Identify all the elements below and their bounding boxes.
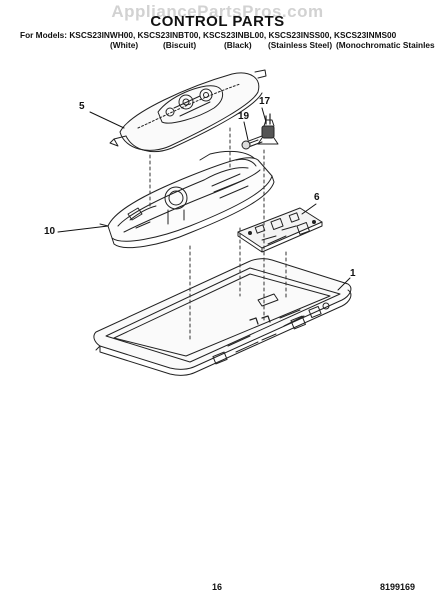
- callout-19: 19: [238, 111, 250, 122]
- variant-biscuit: (Biscuit): [163, 40, 197, 50]
- callout-leaders: [57, 107, 351, 291]
- callout-6: 6: [314, 192, 320, 203]
- callout-1: 1: [350, 268, 356, 279]
- variant-stainless-steel: (Stainless Steel): [268, 40, 333, 50]
- page-number: 16: [212, 582, 223, 592]
- part-1-housing-base: [93, 258, 352, 376]
- models-line: For Models: KSCS23INWH00, KSCS23INBT00, …: [20, 30, 397, 40]
- document-part-number: 8199169: [380, 582, 416, 592]
- watermark-text: AppliancePartsPros.com: [111, 2, 324, 21]
- part-19-screw: [241, 135, 263, 150]
- part-5-control-cover: [109, 69, 267, 152]
- part-6-control-board: [237, 207, 323, 253]
- callout-5: 5: [79, 101, 85, 112]
- part-17-bulb-socket: [257, 113, 279, 145]
- callout-10: 10: [44, 226, 56, 237]
- variant-white: (White): [110, 40, 139, 50]
- variant-monochromatic-stainless: (Monochromatic Stainless): [336, 40, 435, 50]
- callout-17: 17: [259, 96, 271, 107]
- assembly-guide-lines: [149, 127, 287, 341]
- part-10-control-tray: [99, 150, 275, 249]
- page-title: CONTROL PARTS: [150, 13, 285, 30]
- variant-black: (Black): [224, 40, 252, 50]
